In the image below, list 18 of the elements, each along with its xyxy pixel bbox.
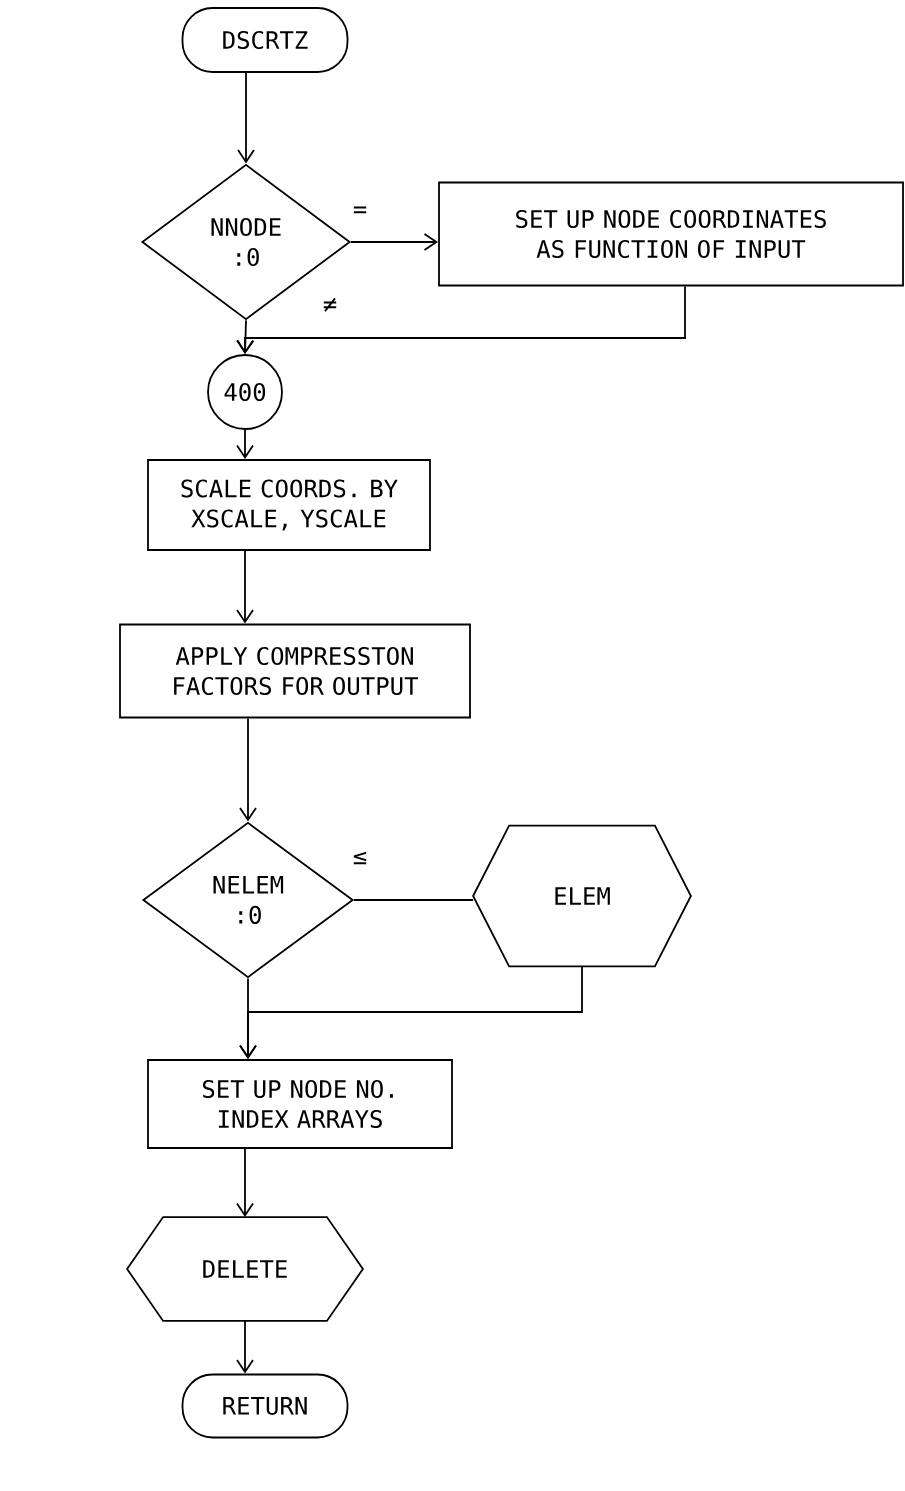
hexagon: ELEM bbox=[472, 824, 692, 968]
process-box: APPLY COMPRESSTON FACTORS FOR OUTPUT bbox=[119, 623, 471, 719]
hexagon: DELETE bbox=[126, 1216, 364, 1322]
arrow bbox=[236, 429, 254, 460]
arrow bbox=[236, 1320, 254, 1374]
arrow bbox=[239, 977, 257, 1060]
arrow bbox=[236, 550, 254, 624]
edge-label: ≠ bbox=[320, 295, 340, 315]
arrow bbox=[237, 72, 255, 164]
edge-label: = bbox=[350, 204, 370, 220]
arrow bbox=[236, 285, 686, 355]
process-box: SET UP NODE NO. INDEX ARRAYS bbox=[147, 1059, 453, 1149]
process-box: SET UP NODE COORDINATES AS FUNCTION OF INPUT bbox=[438, 181, 904, 287]
arrow bbox=[350, 233, 439, 251]
arrow bbox=[236, 1148, 254, 1218]
process-box: SCALE COORDS. BY XSCALE, YSCALE bbox=[147, 459, 431, 551]
arrow bbox=[239, 717, 257, 822]
connector-line bbox=[353, 899, 474, 901]
